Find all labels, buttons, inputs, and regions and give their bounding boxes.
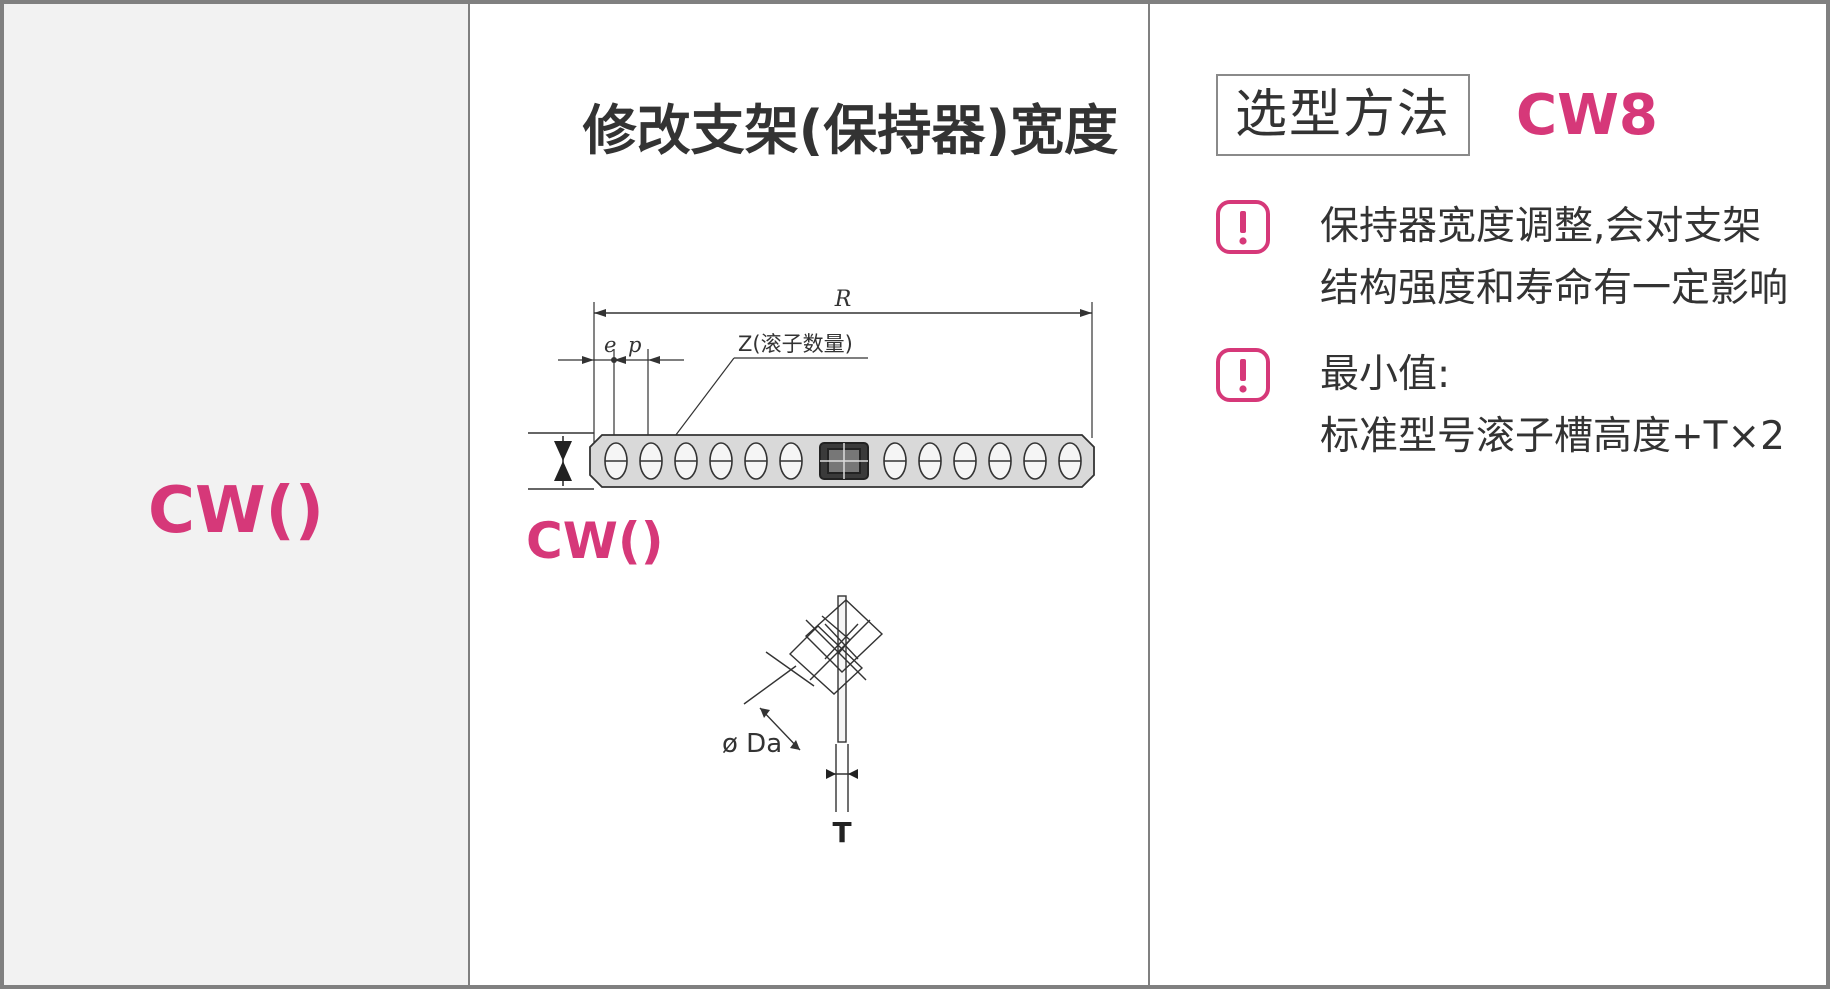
cage-diagram: R e p Z(滚子数量)	[528, 287, 1095, 849]
exclamation-icon	[1216, 200, 1270, 254]
e-arrow-right	[614, 356, 626, 364]
t-label: T	[832, 816, 851, 849]
e-arrow-left	[582, 356, 594, 364]
center-retainer	[819, 442, 869, 480]
roller-group	[604, 442, 1082, 480]
r-label: R	[834, 287, 852, 312]
diagram-code: CW()	[526, 512, 664, 570]
note-line: 结构强度和寿命有一定影响	[1320, 266, 1789, 311]
t-arrow-left	[826, 769, 836, 779]
note-line: 保持器宽度调整,会对支架	[1320, 204, 1762, 249]
note-text: 最小值: 标准型号滚子槽高度+T×2	[1320, 344, 1820, 468]
r-arrow-left	[594, 309, 606, 317]
da-label: ø Da	[722, 729, 782, 759]
note-item: 保持器宽度调整,会对支架 结构强度和寿命有一定影响	[1216, 196, 1816, 336]
right-panel: 选型方法 CW8 保持器宽度调整,会对支架 结构强度和寿命有一定影响 最小值: …	[1148, 0, 1830, 989]
note-item: 最小值: 标准型号滚子槽高度+T×2	[1216, 344, 1816, 484]
da-arrow-bottom	[790, 740, 800, 750]
p-label: p	[628, 333, 641, 357]
left-panel: CW()	[0, 0, 470, 989]
middle-panel: 修改支架(保持器)宽度 R e p Z(滚子数量)	[468, 0, 1150, 989]
p-arrow-right	[648, 356, 660, 364]
note-line: 最小值:	[1320, 352, 1451, 397]
panel-title: 修改支架(保持器)宽度	[582, 99, 1118, 162]
cw-arrow-top	[554, 441, 572, 461]
e-label: e	[604, 333, 616, 357]
z-label: Z(滚子数量)	[738, 332, 853, 356]
option-code: CW()	[147, 474, 325, 548]
cross-section	[743, 595, 884, 751]
selection-method-label: 选型方法	[1216, 74, 1470, 156]
exclamation-icon	[1216, 348, 1270, 402]
selection-code: CW8	[1516, 83, 1658, 148]
t-arrow-right	[848, 769, 858, 779]
note-line: 标准型号滚子槽高度+T×2	[1320, 414, 1785, 459]
cw-arrow-bottom	[554, 461, 572, 481]
da-arrow-top	[760, 708, 770, 718]
note-text: 保持器宽度调整,会对支架 结构强度和寿命有一定影响	[1320, 196, 1820, 320]
r-arrow-right	[1080, 309, 1092, 317]
e-dot	[611, 357, 617, 363]
